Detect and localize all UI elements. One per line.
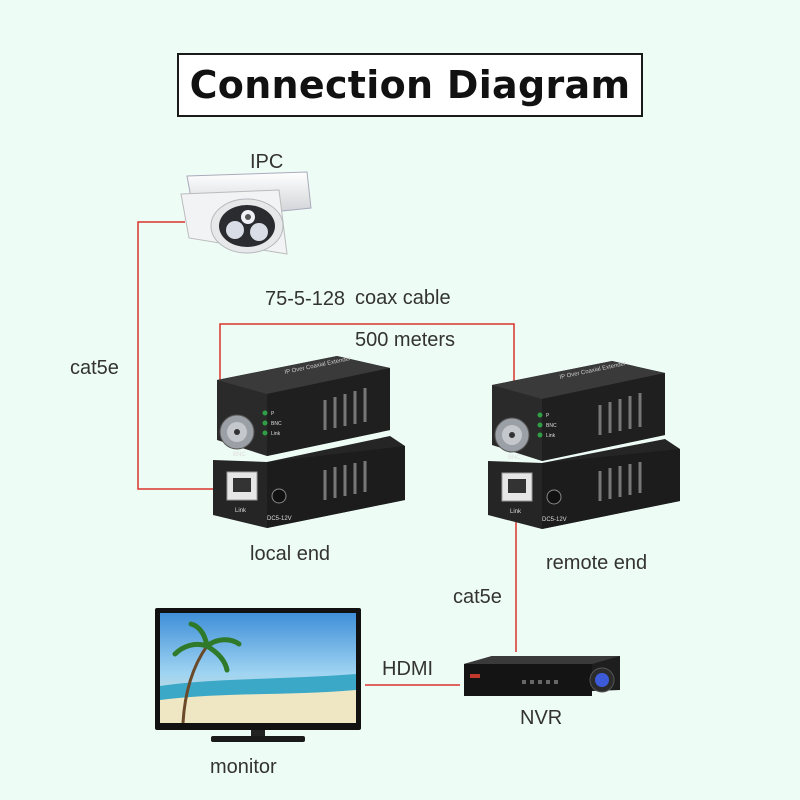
distance-label: 500 meters <box>355 329 456 351</box>
remote-link-print: Link <box>510 509 522 515</box>
local-led-bnc-print: BNC <box>271 421 282 427</box>
cat5e-line-ipc-to-local <box>137 221 230 490</box>
monitor-icon <box>155 608 361 742</box>
local-led-p <box>262 410 268 416</box>
hdmi-label: HDMI <box>382 658 434 680</box>
cat5e-label-right: cat5e <box>453 586 502 608</box>
remote-led-bnc-print: BNC <box>546 423 557 429</box>
cable-spec-label: 75-5-128 <box>265 288 346 310</box>
coax-line-local-to-remote <box>219 323 515 430</box>
local-dc-jack <box>271 488 287 504</box>
local-dc-print: DC5-12V <box>267 516 292 522</box>
remote-end-extender: IP Over Coaxial Extender BNC P BNC Link … <box>488 361 680 529</box>
nvr-icon <box>464 656 620 696</box>
local-end-label: local end <box>250 543 331 565</box>
local-led-bnc <box>262 420 268 426</box>
cable-type-label: coax cable <box>355 287 451 309</box>
remote-bnc-print: BNC <box>508 455 521 461</box>
local-led-link-print: Link <box>271 431 281 437</box>
remote-led-p-print: P <box>546 413 550 419</box>
remote-led-p <box>537 412 543 418</box>
remote-led-link-print: Link <box>546 433 556 439</box>
cat5e-label-left: cat5e <box>70 357 119 379</box>
ipc-camera-icon <box>180 171 312 255</box>
remote-dc-jack <box>546 489 562 505</box>
local-led-link <box>262 430 268 436</box>
remote-end-label: remote end <box>546 552 648 574</box>
diagram-title-box: Connection Diagram <box>177 53 643 117</box>
local-bnc-print: BNC <box>233 452 246 458</box>
local-link-print: Link <box>235 508 247 514</box>
remote-led-link <box>537 432 543 438</box>
remote-dc-print: DC5-12V <box>542 517 567 523</box>
local-end-extender: IP Over Coaxial Extender BNC P BNC Link … <box>213 356 405 528</box>
ipc-label: IPC <box>250 151 284 173</box>
monitor-label: monitor <box>210 756 277 778</box>
local-led-p-print: P <box>271 411 275 417</box>
nvr-label: NVR <box>520 707 563 729</box>
remote-led-bnc <box>537 422 543 428</box>
diagram-title: Connection Diagram <box>189 63 631 107</box>
